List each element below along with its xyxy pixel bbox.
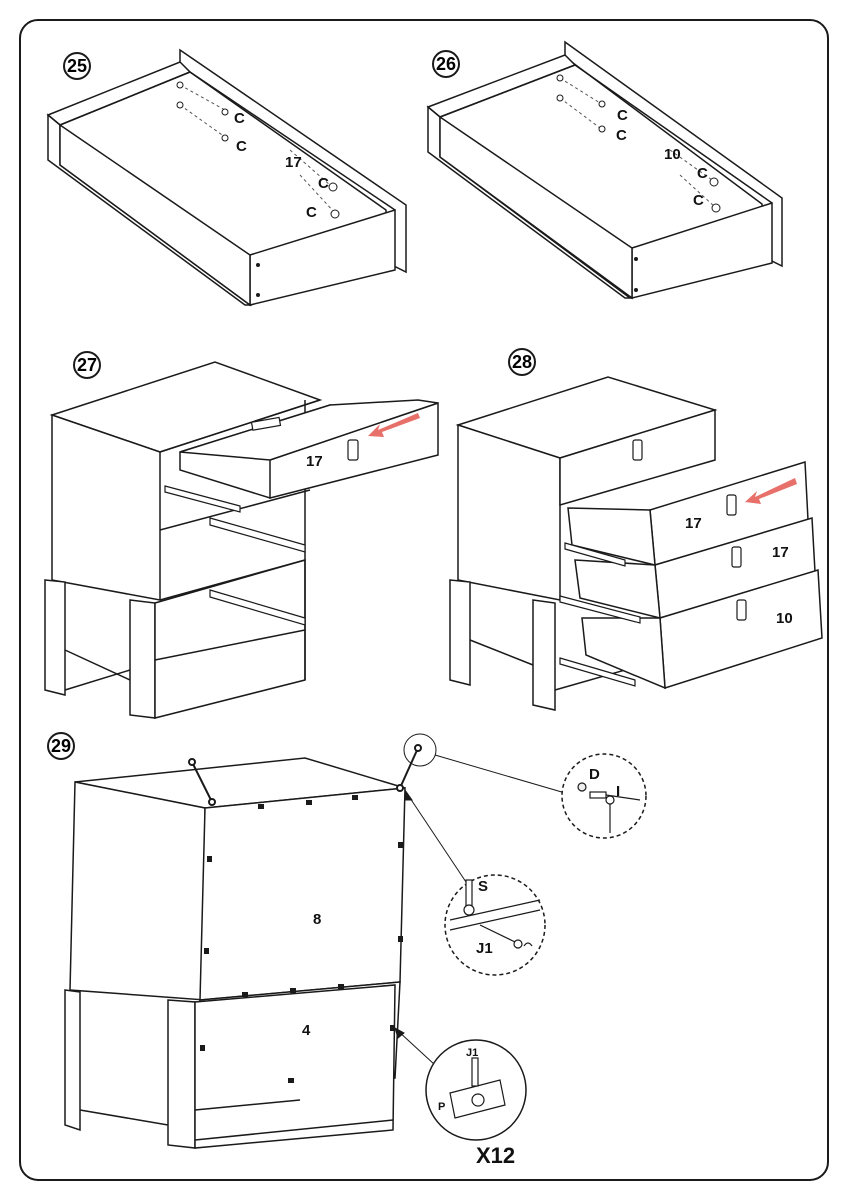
label-drawer-number: 17 [772,544,789,561]
label-c: C [693,192,704,209]
handle-icons [632,439,747,621]
page-border [19,19,829,1181]
label-c: C [617,107,628,124]
callout-fastener: J1 P X12 [425,1039,527,1168]
step-25: 25 C C C [46,48,407,307]
label-screw: J1 [466,1047,478,1059]
dowel-guides [179,84,336,214]
label-c: C [236,138,247,155]
dresser-illustration [44,361,439,719]
label-c: C [616,127,627,144]
drawer-runners [559,542,641,687]
dowel-guides [559,77,716,208]
dowel-icons [176,81,340,297]
handle-icon [347,439,359,461]
label-drawer-number: 17 [685,515,702,532]
panel-nails [200,795,403,1083]
arrow-icon [368,413,420,437]
label-c: C [234,110,245,127]
label-wall-plug: D [589,766,600,783]
step-29: 29 [47,732,647,1168]
step-26: 26 C C C C 10 [426,40,783,300]
step-number: 27 [77,355,97,375]
step-number-badge: 27 [73,351,101,379]
label-screw: I [616,783,620,800]
step-28: 28 [449,348,823,711]
safety-straps [188,744,422,806]
callout-strap: S J1 [444,874,546,976]
arrow-icon [745,478,797,504]
label-quantity: X12 [476,1143,515,1168]
label-part-number: 17 [285,154,302,171]
label-c: C [306,204,317,221]
drawer-box-illustration [46,48,407,307]
drawer-runners [164,416,306,626]
label-drawer-number: 10 [776,610,793,627]
handle-icon [632,439,643,461]
handle-icon [726,494,737,516]
step-number-badge: 28 [508,348,536,376]
label-panel-number: 8 [313,911,321,928]
label-c: C [697,165,708,182]
dowel-icons [556,74,721,292]
label-c: C [318,175,329,192]
handle-icon [731,546,742,568]
step-number: 26 [436,54,456,74]
handle-icon [736,599,747,621]
step-number: 25 [67,56,87,76]
dresser-illustration [449,376,823,711]
callout-wall-bracket: D I [561,753,647,839]
label-drawer-number: 17 [306,453,323,470]
label-part-number: 10 [664,146,681,163]
step-number: 29 [51,736,71,756]
label-plate: P [438,1101,445,1113]
step-number-badge: 25 [63,52,91,80]
step-27: 27 [44,351,439,719]
label-panel-number: 4 [302,1022,311,1039]
label-strap: S [478,878,488,895]
step-number-badge: 29 [47,732,75,760]
drawer-box-illustration [426,40,783,300]
step-number: 28 [512,352,532,372]
callout-leaders [394,733,573,1066]
dresser-back-illustration [64,757,406,1149]
label-screw: J1 [476,940,493,957]
step-number-badge: 26 [432,50,460,78]
